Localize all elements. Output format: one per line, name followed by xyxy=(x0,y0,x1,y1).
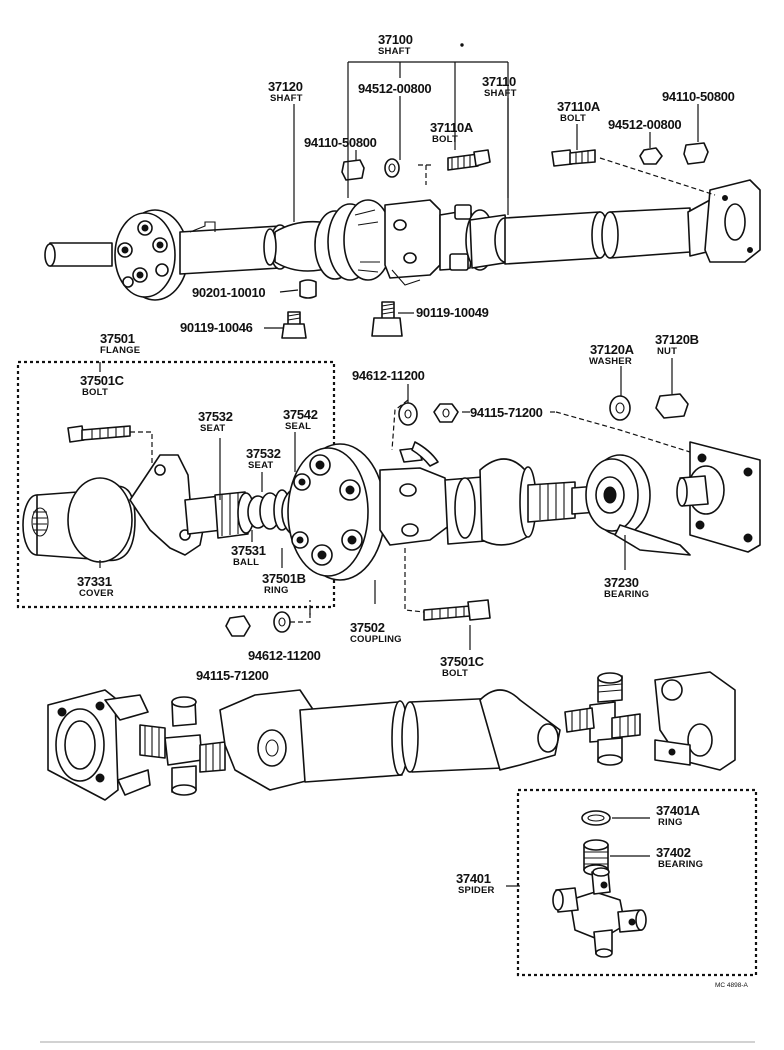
label-37120-num: 37120 xyxy=(268,79,303,94)
label-94110-left: 94110-50800 xyxy=(304,135,377,150)
label-37110-cap: SHAFT xyxy=(484,88,517,99)
label-37531-cap: BALL xyxy=(233,557,259,568)
label-37401-cap: SPIDER xyxy=(458,885,495,896)
label-94512-top: 94512-00800 xyxy=(358,81,431,96)
label-37501C-top-num: 37501C xyxy=(80,373,125,388)
label-90119-46: 90119-10046 xyxy=(180,320,253,335)
label-37401A-cap: RING xyxy=(658,817,683,828)
part-labels: 37100 SHAFT 37120 SHAFT 37110 SHAFT 9451… xyxy=(77,32,749,989)
label-37230-num: 37230 xyxy=(604,575,639,590)
label-37401A-num: 37401A xyxy=(656,803,701,818)
label-37501-num: 37501 xyxy=(100,331,135,346)
label-94612-bot: 94612-11200 xyxy=(248,648,321,663)
label-37502-num: 37502 xyxy=(350,620,385,635)
left-flex-coupling xyxy=(114,209,189,301)
label-37120A-cap: WASHER xyxy=(589,356,632,367)
label-37501-cap: FLANGE xyxy=(100,345,140,356)
label-94115-bot: 94115-71200 xyxy=(196,668,269,683)
label-37531-num: 37531 xyxy=(231,543,266,558)
top-fasteners xyxy=(281,142,709,339)
label-37532-b-num: 37532 xyxy=(246,446,281,461)
label-37110A-right-num: 37110A xyxy=(557,99,601,114)
label-37542-num: 37542 xyxy=(283,407,318,422)
label-94115-top: 94115-71200 xyxy=(470,405,543,420)
label-37542-cap: SEAL xyxy=(285,421,311,432)
label-37100-num: 37100 xyxy=(378,32,413,47)
bottom-ujoint-assembly xyxy=(47,671,758,977)
label-37110A-mid-cap: BOLT xyxy=(432,134,458,145)
flex-coupling-37502 xyxy=(287,443,386,581)
label-37501B-cap: RING xyxy=(264,585,289,596)
label-37120B-cap: NUT xyxy=(657,346,677,357)
label-37402-num: 37402 xyxy=(656,845,691,860)
label-37110A-right-cap: BOLT xyxy=(560,113,586,124)
label-37501C-bot-cap: BOLT xyxy=(442,668,468,679)
right-spider xyxy=(564,672,641,766)
label-37401-num: 37401 xyxy=(456,871,491,886)
diagram-code: MC 4898-A xyxy=(715,982,749,989)
label-37110-num: 37110 xyxy=(482,74,516,89)
label-37100-cap: SHAFT xyxy=(378,46,411,57)
label-37532-a-cap: SEAT xyxy=(200,423,225,434)
label-94612-top: 94612-11200 xyxy=(352,368,425,383)
label-37110A-mid-num: 37110A xyxy=(430,120,474,135)
label-37502-cap: COUPLING xyxy=(350,634,402,645)
label-37501C-top-cap: BOLT xyxy=(82,387,108,398)
label-90119-49: 90119-10049 xyxy=(416,305,489,320)
label-94110-right: 94110-50800 xyxy=(662,89,735,104)
top-shaft-assembly xyxy=(44,61,761,339)
label-90201: 90201-10010 xyxy=(192,285,265,300)
label-94512-right: 94512-00800 xyxy=(608,117,681,132)
middle-coupling-assembly xyxy=(16,358,761,650)
label-37501B-num: 37501B xyxy=(262,571,306,586)
center-bearing-assembly xyxy=(314,199,441,286)
label-37532-a-num: 37532 xyxy=(198,409,233,424)
label-37331-num: 37331 xyxy=(77,574,112,589)
label-37230-cap: BEARING xyxy=(604,589,649,600)
label-37120A-num: 37120A xyxy=(590,342,635,357)
spider-detail xyxy=(552,810,647,958)
mid-universal-joint xyxy=(439,204,516,271)
label-37331-cap: COVER xyxy=(79,588,114,599)
label-37501C-bot-num: 37501C xyxy=(440,654,485,669)
center-bearing-37230 xyxy=(585,454,691,556)
left-spider xyxy=(139,696,226,796)
label-37120B-num: 37120B xyxy=(655,332,699,347)
label-37532-b-cap: SEAT xyxy=(248,460,273,471)
label-37402-cap: BEARING xyxy=(658,859,703,870)
label-37120-cap: SHAFT xyxy=(270,93,303,104)
